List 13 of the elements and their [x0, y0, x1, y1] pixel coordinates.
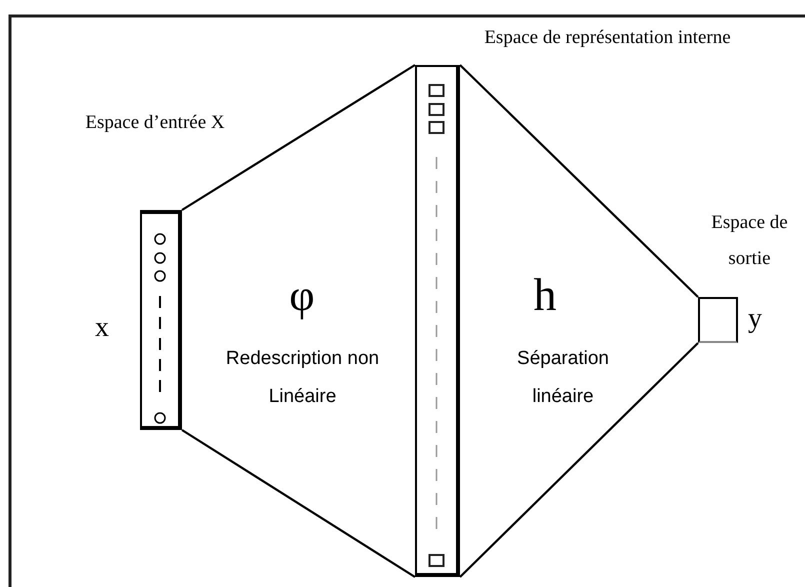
space-heading: Espace de représentation interne [483, 26, 732, 50]
transformation-label: Séparation linéaire [516, 347, 610, 409]
transformation-label: Redescription non Linéaire [224, 347, 380, 409]
space-heading: Espace de sortie [710, 211, 789, 271]
variable-label: y [748, 303, 762, 335]
space-heading: Espace d’entrée X [85, 111, 225, 135]
variable-label: x [95, 312, 109, 344]
connector-line [459, 342, 699, 578]
connector-line [181, 64, 416, 211]
function-symbol: φ [288, 272, 316, 320]
connector-line [459, 64, 699, 298]
function-symbol: h [532, 270, 558, 321]
connector-line [181, 429, 416, 578]
